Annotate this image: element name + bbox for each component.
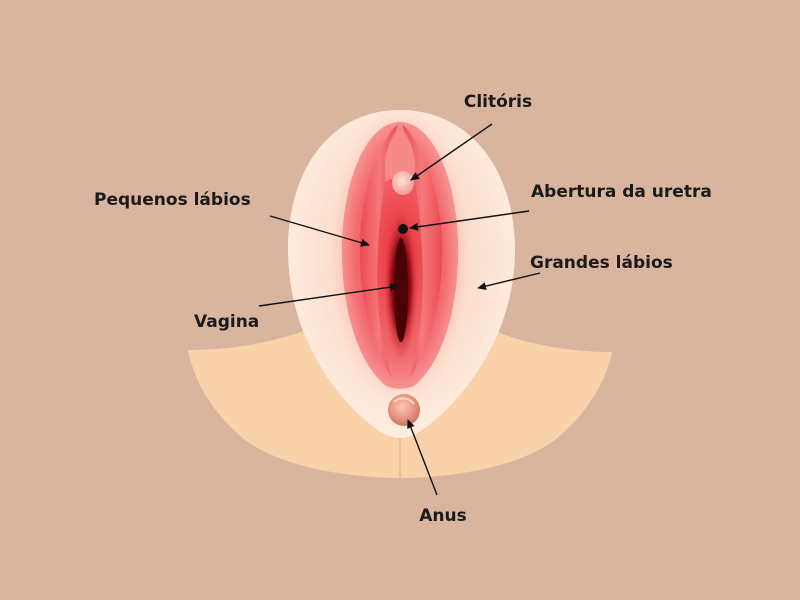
labia-minora-right [402, 124, 443, 378]
label-clitoris: Clitóris [464, 92, 532, 112]
label-vagina: Vagina [194, 312, 259, 332]
label-labia-majora: Grandes lábios [530, 253, 673, 273]
leader-vagina [258, 283, 399, 307]
leader-anus [407, 419, 438, 496]
urethra-dot [398, 224, 408, 234]
leader-labia-minora [269, 215, 370, 247]
clitoral-hood [384, 126, 416, 182]
label-anus: Anus [419, 506, 466, 526]
labia-minora-left [359, 124, 398, 378]
leader-urethra [409, 210, 530, 231]
leader-labia-majora [477, 272, 541, 291]
label-urethra: Abertura da uretra [531, 182, 712, 202]
anus-highlight [393, 397, 415, 405]
vaginal-core [394, 238, 408, 342]
clitoris-glans [392, 171, 414, 195]
label-labia-minora: Pequenos lábios [94, 190, 251, 210]
leader-clitoris [410, 123, 493, 181]
